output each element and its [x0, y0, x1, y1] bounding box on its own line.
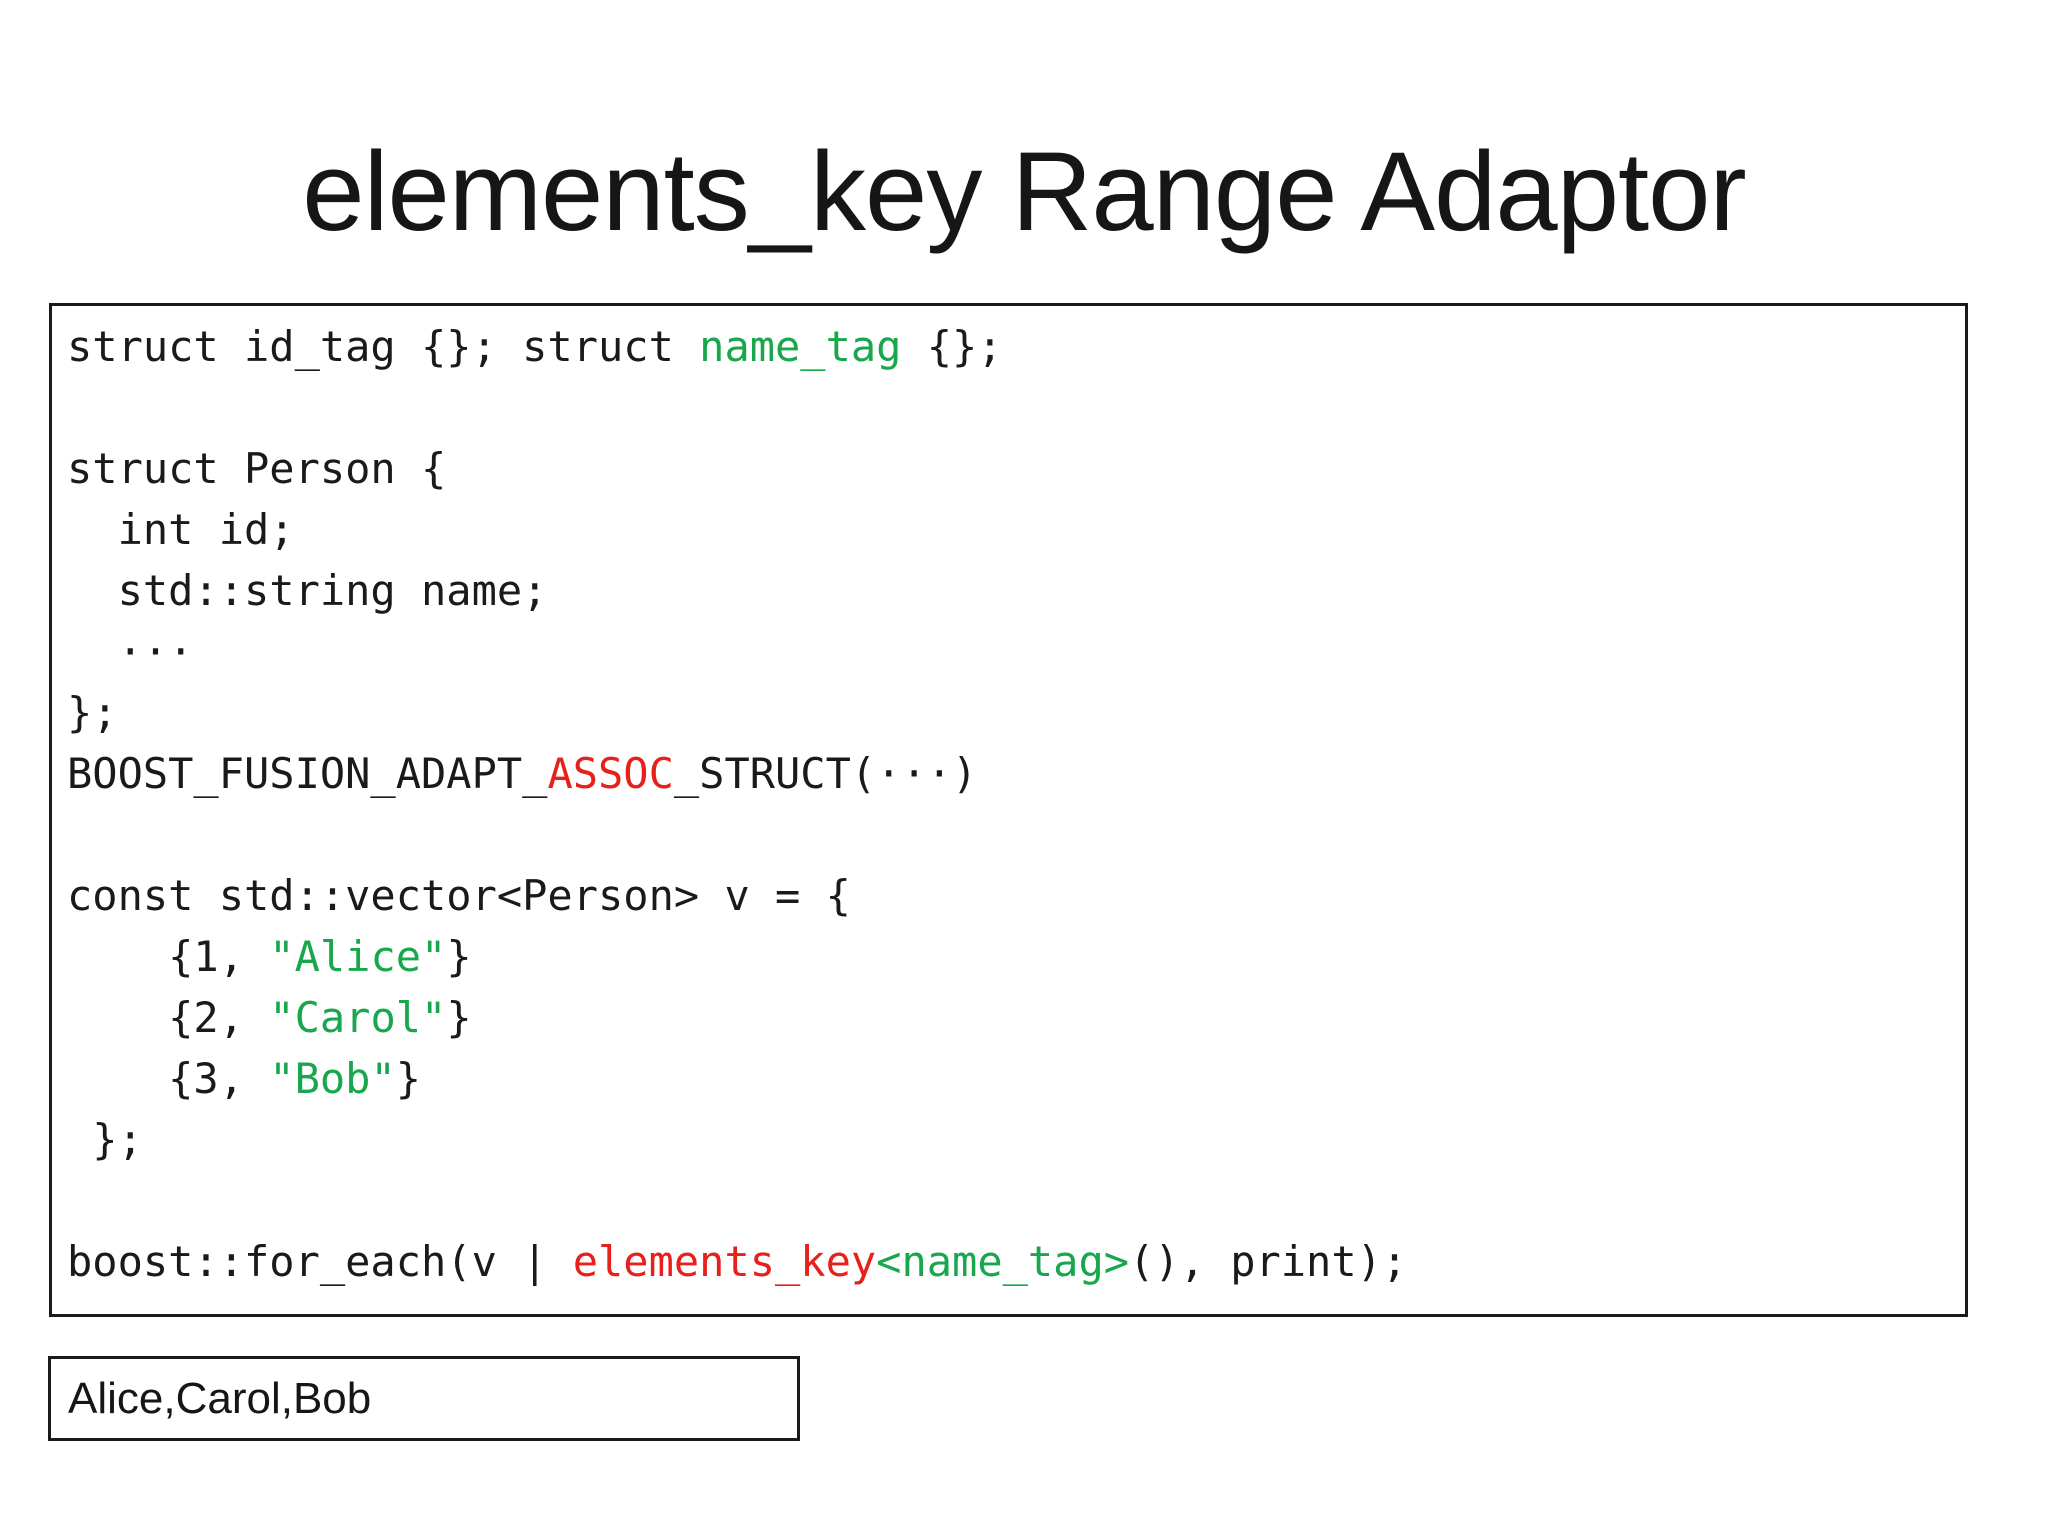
code-line: struct id_tag {}; struct name_tag {}; — [67, 316, 1965, 377]
code-segment: struct Person { — [67, 444, 447, 493]
code-segment: int id; — [67, 505, 295, 554]
code-segment: (), print); — [1129, 1237, 1408, 1286]
code-segment: _STRUCT(···) — [673, 749, 978, 798]
program-output-box: Alice,Carol,Bob — [48, 1356, 800, 1441]
code-segment: {3, — [67, 1054, 270, 1103]
program-output-text: Alice,Carol,Bob — [68, 1373, 372, 1423]
code-segment: }; — [67, 688, 118, 737]
code-segment: {}; — [901, 322, 1003, 371]
code-segment: {2, — [67, 993, 270, 1042]
code-line: {2, "Carol"} — [67, 987, 1965, 1048]
code-segment: } — [446, 993, 472, 1042]
slide-title: elements_key Range Adaptor — [302, 129, 1746, 254]
code-segment: "Bob" — [269, 1054, 396, 1103]
code-segment: struct id_tag {}; struct — [67, 322, 700, 371]
code-line: {3, "Bob"} — [67, 1048, 1965, 1109]
code-segment: BOOST_FUSION_ADAPT_ — [67, 749, 548, 798]
code-snippet-box: struct id_tag {}; struct name_tag {}; st… — [49, 303, 1968, 1317]
code-segment: "Alice" — [269, 932, 447, 981]
code-segment: std::string name; — [67, 566, 548, 615]
code-segment: } — [395, 1054, 422, 1103]
code-segment: name_tag — [699, 322, 902, 371]
code-segment: ASSOC — [547, 749, 674, 798]
code-line — [67, 377, 1965, 438]
code-line — [67, 1170, 1965, 1231]
code-line — [67, 804, 1965, 865]
code-line: }; — [67, 682, 1965, 743]
code-line: boost::for_each(v | elements_key<name_ta… — [67, 1231, 1965, 1292]
code-line: std::string name; — [67, 560, 1965, 621]
code-line: struct Person { — [67, 438, 1965, 499]
code-segment: }; — [67, 1115, 143, 1164]
code-segment: elements_key — [572, 1237, 877, 1286]
code-line: int id; — [67, 499, 1965, 560]
code-segment: ··· — [67, 627, 194, 676]
code-segment: const std::vector<Person> v = { — [67, 871, 851, 920]
code-line: const std::vector<Person> v = { — [67, 865, 1965, 926]
code-segment: <name_tag> — [876, 1237, 1130, 1286]
code-segment: boost::for_each(v | — [67, 1237, 573, 1286]
code-line: {1, "Alice"} — [67, 926, 1965, 987]
code-line: }; — [67, 1109, 1965, 1170]
code-line: BOOST_FUSION_ADAPT_ASSOC_STRUCT(···) — [67, 743, 1965, 804]
code-segment: {1, — [67, 932, 270, 981]
code-segment: "Carol" — [269, 993, 447, 1042]
code-segment: } — [446, 932, 472, 981]
code-line: ··· — [67, 621, 1965, 682]
